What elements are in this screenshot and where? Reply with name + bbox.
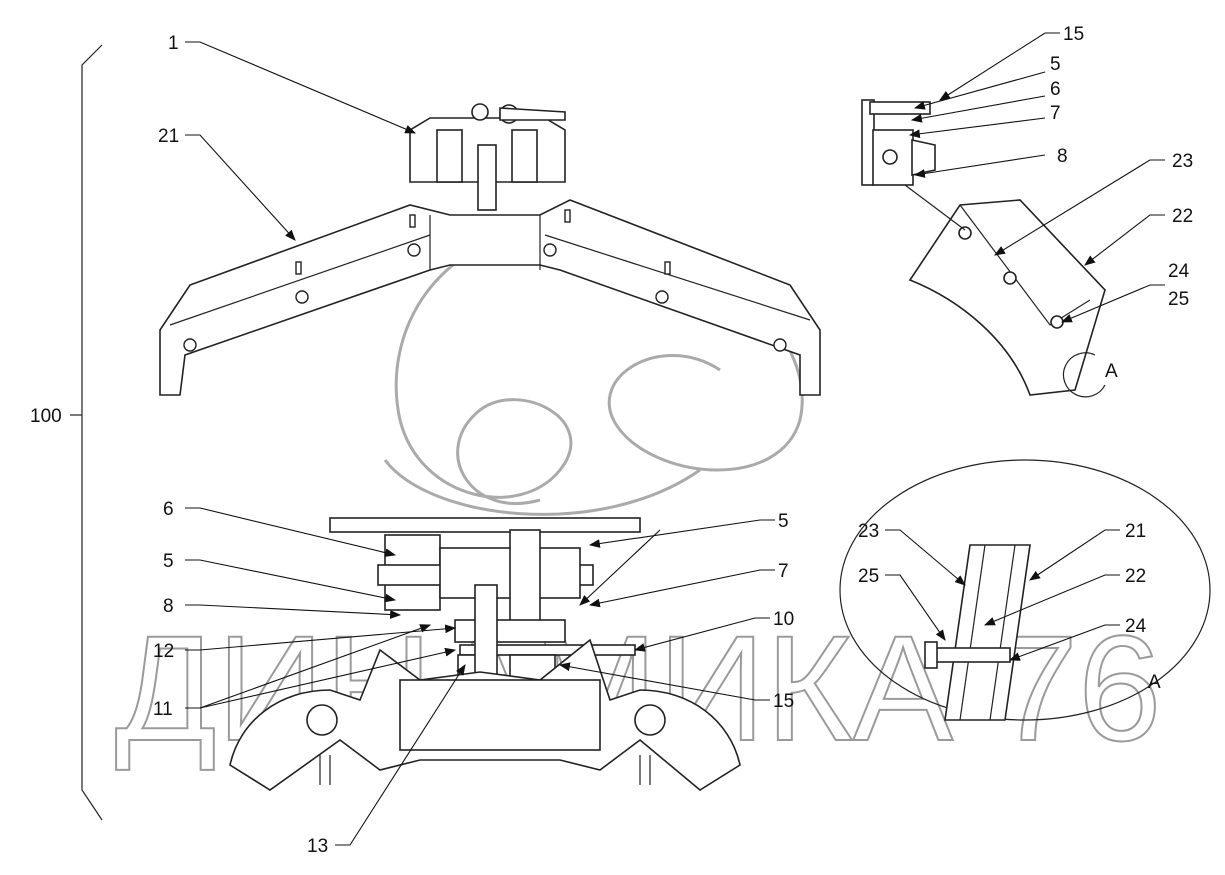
callout-label: 25 [858, 566, 879, 587]
view-a-marker: A [1105, 361, 1118, 382]
callout-label: 6 [1050, 79, 1061, 100]
callout-label: 8 [163, 596, 174, 617]
callout-label: 15 [773, 691, 794, 712]
callout-label: 24 [1125, 616, 1147, 637]
callout-label: 8 [1057, 146, 1068, 167]
callout-label: 22 [1172, 206, 1193, 227]
callout-label: 21 [1125, 521, 1146, 542]
top-view-callouts: 1 21 [158, 33, 417, 241]
callout-label: 1 [168, 33, 179, 54]
callout-label: 23 [1172, 151, 1193, 172]
callout-label: 25 [1168, 289, 1189, 310]
callout-label: 15 [1063, 24, 1084, 45]
callout-label: 5 [1050, 54, 1061, 75]
callout-label: 7 [1050, 103, 1061, 124]
callout-label: 23 [858, 521, 879, 542]
detail-a-callouts: 23 21 25 22 24 [858, 521, 1147, 661]
callout-label: 11 [153, 699, 173, 720]
callout-label: 13 [307, 836, 328, 857]
callout-label: 5 [778, 511, 789, 532]
detail-a: A [839, 459, 1211, 721]
callout-label: 6 [163, 499, 174, 520]
dimension-100: 100 [30, 44, 103, 821]
dimension-label: 100 [30, 406, 62, 427]
callout-label: 24 [1168, 261, 1190, 282]
callout-label: 7 [778, 561, 789, 582]
mount-bottom-view [229, 517, 741, 791]
callout-label: 5 [163, 551, 174, 572]
scraper-top-view [159, 103, 821, 396]
side-view-callouts: 15 5 6 7 8 23 22 24 25 [908, 24, 1193, 323]
detail-a-title: A [1148, 672, 1161, 693]
callout-label: 22 [1125, 566, 1146, 587]
scraper-side-view: A [861, 99, 1118, 398]
callout-label: 12 [153, 641, 174, 662]
bottom-view-callouts: 6 5 8 12 11 13 5 7 10 15 [153, 499, 794, 857]
callout-label: 21 [158, 126, 179, 147]
callout-label: 10 [773, 609, 794, 630]
